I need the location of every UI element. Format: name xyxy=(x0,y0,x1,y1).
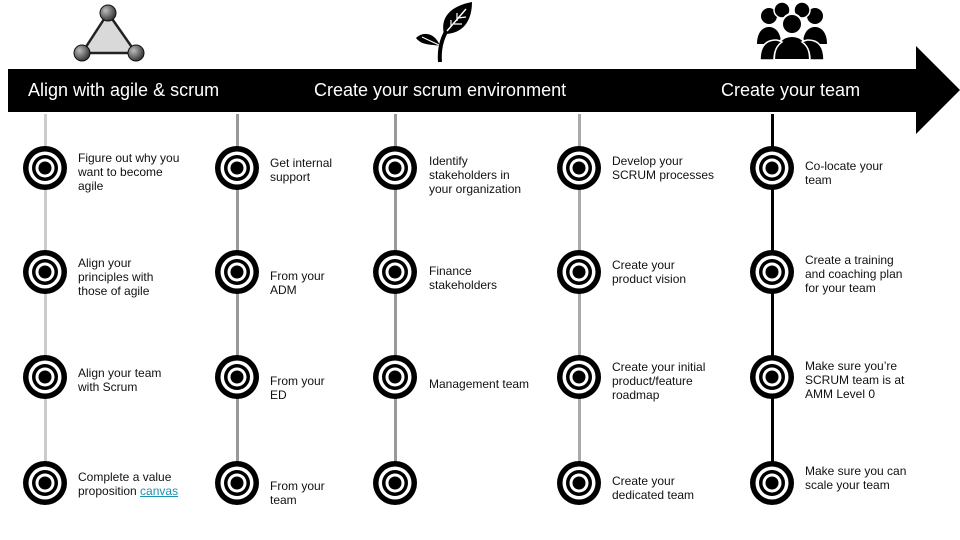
step-label: Finance stakeholders xyxy=(429,264,498,292)
target-icon xyxy=(214,145,260,191)
phase-title-team: Create your team xyxy=(721,80,861,100)
target-icon xyxy=(372,249,418,295)
step-label: Align your team with Scrum xyxy=(78,366,162,394)
target-icon xyxy=(22,145,68,191)
target-icon xyxy=(22,460,68,506)
triangle-network-icon xyxy=(70,4,150,71)
phase-arrow-banner xyxy=(0,0,960,140)
step-label: From your ADM xyxy=(270,269,325,297)
target-icon xyxy=(372,354,418,400)
target-icon xyxy=(749,354,795,400)
target-icon xyxy=(749,460,795,506)
canvas-link[interactable]: canvas xyxy=(140,484,179,498)
step-label: Create a training and coaching plan for … xyxy=(805,253,903,295)
step-label: From your team xyxy=(270,479,325,507)
step-text: Complete a value proposition xyxy=(78,470,172,498)
step-label: Create your dedicated team xyxy=(612,474,695,502)
step-label: Management team xyxy=(429,377,530,391)
target-icon xyxy=(214,249,260,295)
target-icon xyxy=(372,460,418,506)
people-group-icon xyxy=(754,0,830,71)
step-label: Align your principles with those of agil… xyxy=(78,256,154,298)
step-label: Co-locate your team xyxy=(805,159,884,187)
step-label: Figure out why you want to become agile xyxy=(78,151,180,193)
step-label: Identify stakeholders in your organizati… xyxy=(429,154,522,196)
target-icon xyxy=(214,460,260,506)
step-label: Complete a value proposition canvas xyxy=(78,470,178,498)
phase-title-align: Align with agile & scrum xyxy=(28,80,220,100)
arrow-shape xyxy=(8,46,960,134)
column-connector-line xyxy=(44,114,47,494)
step-label: Develop your SCRUM processes xyxy=(612,154,715,182)
step-label: Create your product vision xyxy=(612,258,687,286)
leaf-sprout-icon xyxy=(414,0,476,69)
step-label: Make sure you’re SCRUM team is at AMM Le… xyxy=(805,359,905,401)
target-icon xyxy=(749,249,795,295)
step-label: Make sure you can scale your team xyxy=(805,464,907,492)
target-icon xyxy=(556,249,602,295)
target-icon xyxy=(556,145,602,191)
step-label: Create your initial product/feature road… xyxy=(612,360,706,402)
step-label: From your ED xyxy=(270,374,325,402)
target-icon xyxy=(556,354,602,400)
target-icon xyxy=(214,354,260,400)
target-icon xyxy=(22,249,68,295)
target-icon xyxy=(749,145,795,191)
step-label: Get internal support xyxy=(270,156,333,184)
target-icon xyxy=(372,145,418,191)
target-icon xyxy=(556,460,602,506)
phase-title-environment: Create your scrum environment xyxy=(314,80,567,100)
target-icon xyxy=(22,354,68,400)
